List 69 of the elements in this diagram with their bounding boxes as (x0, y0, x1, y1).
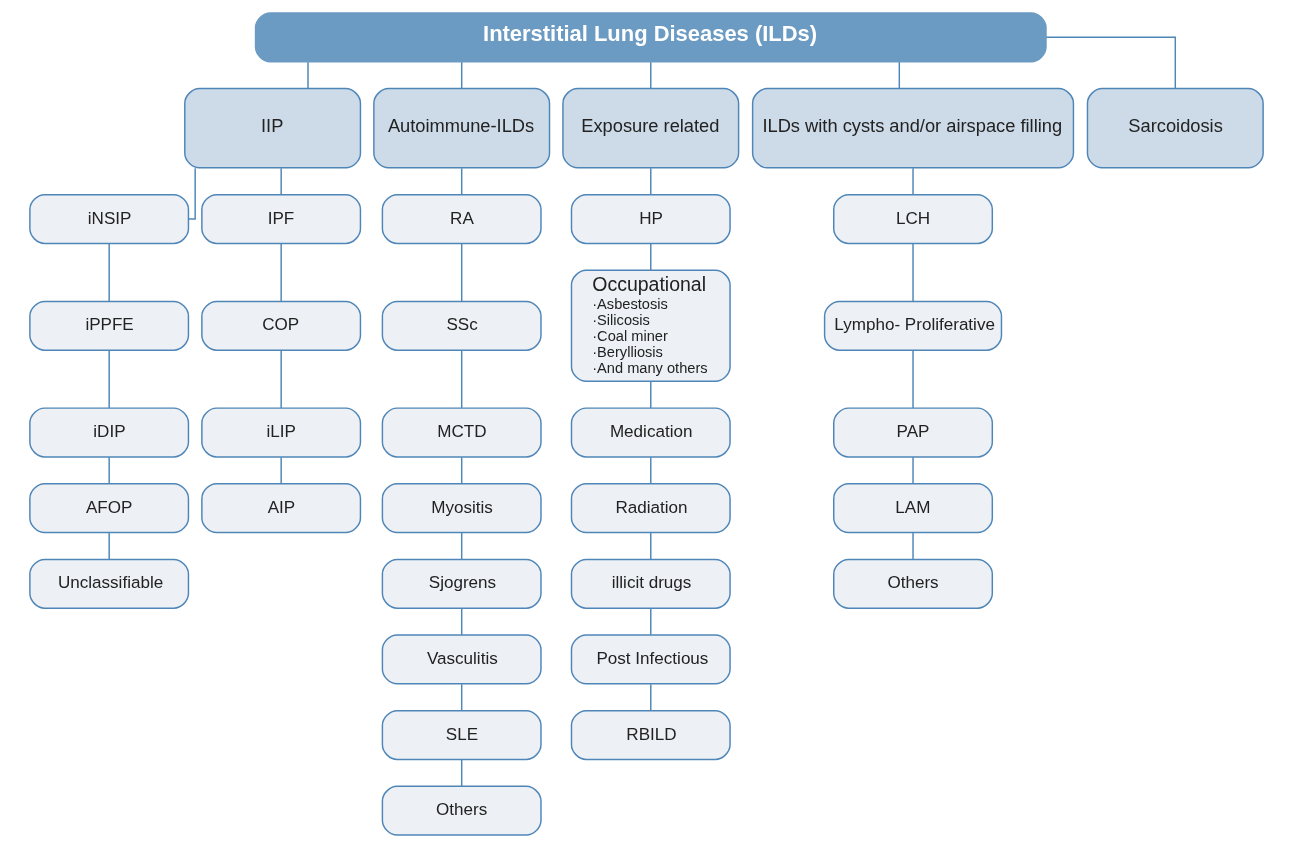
node-box: IPF (201, 193, 362, 245)
node-box: Unclassifiable (29, 558, 190, 609)
connector (650, 683, 652, 712)
node-box: Others (833, 558, 994, 609)
connector (108, 532, 110, 560)
connector (460, 607, 463, 636)
connector (460, 167, 463, 196)
connector (650, 380, 652, 409)
connector (460, 532, 463, 560)
node-box: COP (201, 300, 362, 351)
node-box: Radiation (570, 483, 731, 534)
node-box: iDIP (29, 407, 190, 458)
connector (650, 243, 652, 271)
connector (280, 243, 282, 302)
connector (460, 456, 463, 485)
connector (280, 456, 282, 485)
node-box: PAP (833, 407, 994, 458)
connector (912, 349, 914, 409)
node-box: Post Infectious (570, 634, 731, 685)
connector (460, 683, 463, 712)
connector (307, 61, 309, 90)
connector (280, 349, 282, 409)
connector (280, 167, 282, 196)
node-box: illicit drugs (570, 558, 731, 609)
node-box: SLE (381, 709, 542, 761)
connector (108, 456, 110, 485)
connector (912, 167, 914, 196)
connector (912, 456, 914, 485)
node-box: HP (570, 193, 731, 245)
node-box: iLIP (201, 407, 362, 458)
node-box: iNSIP (29, 193, 190, 245)
connector (460, 759, 463, 787)
node-box: AFOP (29, 483, 190, 534)
node-box: RA (381, 193, 542, 245)
node-box: Others (381, 785, 542, 836)
connector (460, 349, 463, 409)
connector (1045, 36, 1176, 89)
connector (912, 532, 914, 560)
node-box: Sarcoidosis (1086, 87, 1264, 169)
node-box: Lympho- Proliferative (823, 300, 1003, 351)
connector (108, 243, 110, 302)
connector (650, 607, 652, 636)
node-box: Exposure related (562, 87, 740, 169)
node-box: Sjogrens (381, 558, 542, 609)
node-box: IIP (184, 87, 362, 169)
connector (650, 167, 652, 196)
connector (650, 532, 652, 560)
connector (108, 349, 110, 409)
node-box: RBILD (570, 709, 731, 761)
node-box: SSc (381, 300, 542, 351)
node-box: iPPFE (29, 300, 190, 351)
node-box: MCTD (381, 407, 542, 458)
connector (912, 243, 914, 302)
node-box: Myositis (381, 483, 542, 534)
node-box: ILDs with cysts and/or airspace filling (751, 87, 1075, 169)
connector (460, 61, 463, 90)
connector (650, 456, 652, 485)
node-box: Occupational ·Asbestosis ·Silicosis ·Coal miner ·Berylliosis ·And many others (570, 269, 731, 383)
node-box: Medication (570, 407, 731, 458)
connector (898, 61, 901, 90)
node-box: Vasculitis (381, 634, 542, 685)
node-box: AIP (201, 483, 362, 534)
node-box: LAM (833, 483, 994, 534)
connector (460, 243, 463, 302)
node-box: Autoimmune-ILDs (373, 87, 551, 169)
connector (188, 167, 196, 220)
connector (650, 61, 652, 90)
node-box: LCH (833, 193, 994, 245)
node-box: Interstitial Lung Diseases (ILDs) (254, 12, 1047, 63)
